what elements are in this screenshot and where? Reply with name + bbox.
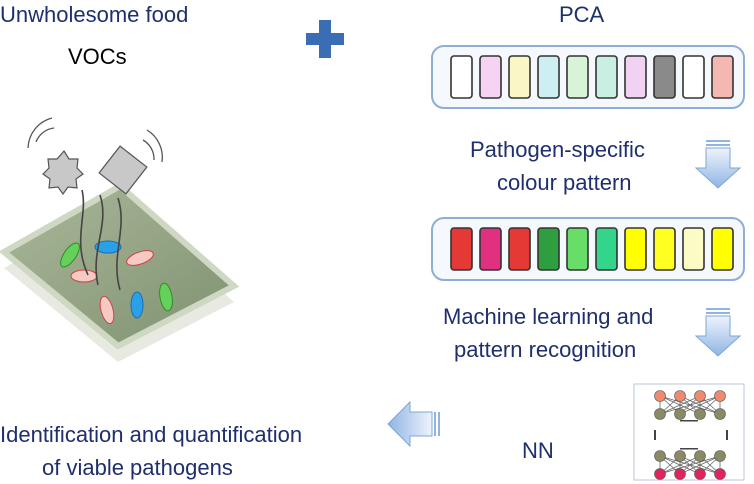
- sensor-cell: [595, 227, 618, 271]
- nn-node: [654, 390, 666, 402]
- sensor-cell: [537, 227, 560, 271]
- sensor-cell: [682, 227, 705, 271]
- pattern-label-line1: Pathogen-specific: [470, 137, 645, 162]
- sensor-cell: [624, 55, 647, 99]
- nn-connection: [679, 455, 721, 475]
- sensor-cell: [450, 227, 473, 271]
- sensor-cell: [566, 227, 589, 271]
- nn-node: [654, 468, 666, 480]
- petri-dish-icon: [0, 182, 240, 362]
- down-arrow-icon: [694, 140, 742, 189]
- nn-node: [674, 450, 686, 462]
- sensor-cell: [653, 55, 676, 99]
- vocs-label: VOCs: [68, 44, 127, 69]
- nn-connection: [659, 395, 701, 415]
- nn-connection: [659, 395, 721, 415]
- sensor-cell: [711, 227, 734, 271]
- sensor-cell: [711, 55, 734, 99]
- ml-label-line1: Machine learning and: [443, 304, 654, 329]
- nn-node: [674, 468, 686, 480]
- sensor-cell: [508, 55, 531, 99]
- nn-connection: [679, 395, 721, 415]
- ml-label-line2: pattern recognition: [454, 337, 637, 362]
- nn-label: NN: [522, 438, 554, 463]
- identification-label-line2: of viable pathogens: [42, 455, 233, 480]
- neural-network-icon: [633, 383, 745, 481]
- sensor-cell: [450, 55, 473, 99]
- left-arrow-icon: [387, 400, 440, 448]
- sensor-array-pattern: [431, 217, 745, 281]
- nn-node: [694, 468, 706, 480]
- nn-node: [674, 408, 686, 420]
- sensor-cell: [479, 227, 502, 271]
- down-arrow-icon: [694, 308, 742, 357]
- nn-node: [694, 408, 706, 420]
- sensor-cell: [508, 227, 531, 271]
- nn-node: [714, 390, 726, 402]
- sensor-cell: [653, 227, 676, 271]
- nn-connection: [659, 455, 721, 475]
- sensor-cell: [566, 55, 589, 99]
- sensor-array-initial: [431, 45, 745, 109]
- nn-node: [694, 390, 706, 402]
- nn-node: [714, 408, 726, 420]
- sensor-cell: [682, 55, 705, 99]
- unwholesome-food-label: Unwholesome food: [0, 2, 189, 27]
- identification-label-line1: Identification and quantification: [0, 422, 303, 447]
- nn-node: [694, 450, 706, 462]
- voc-molecule-icon: [27, 117, 163, 196]
- nn-node: [654, 450, 666, 462]
- sensor-cell: [479, 55, 502, 99]
- nn-node: [714, 450, 726, 462]
- plus-icon: [306, 20, 344, 58]
- sensor-cell: [537, 55, 560, 99]
- nn-node: [714, 468, 726, 480]
- nn-node: [674, 390, 686, 402]
- sensor-cell: [624, 227, 647, 271]
- nn-connection: [659, 455, 701, 475]
- sensor-cell: [595, 55, 618, 99]
- pattern-label-line2: colour pattern: [497, 170, 632, 195]
- pca-label: PCA: [559, 2, 605, 27]
- nn-node: [654, 408, 666, 420]
